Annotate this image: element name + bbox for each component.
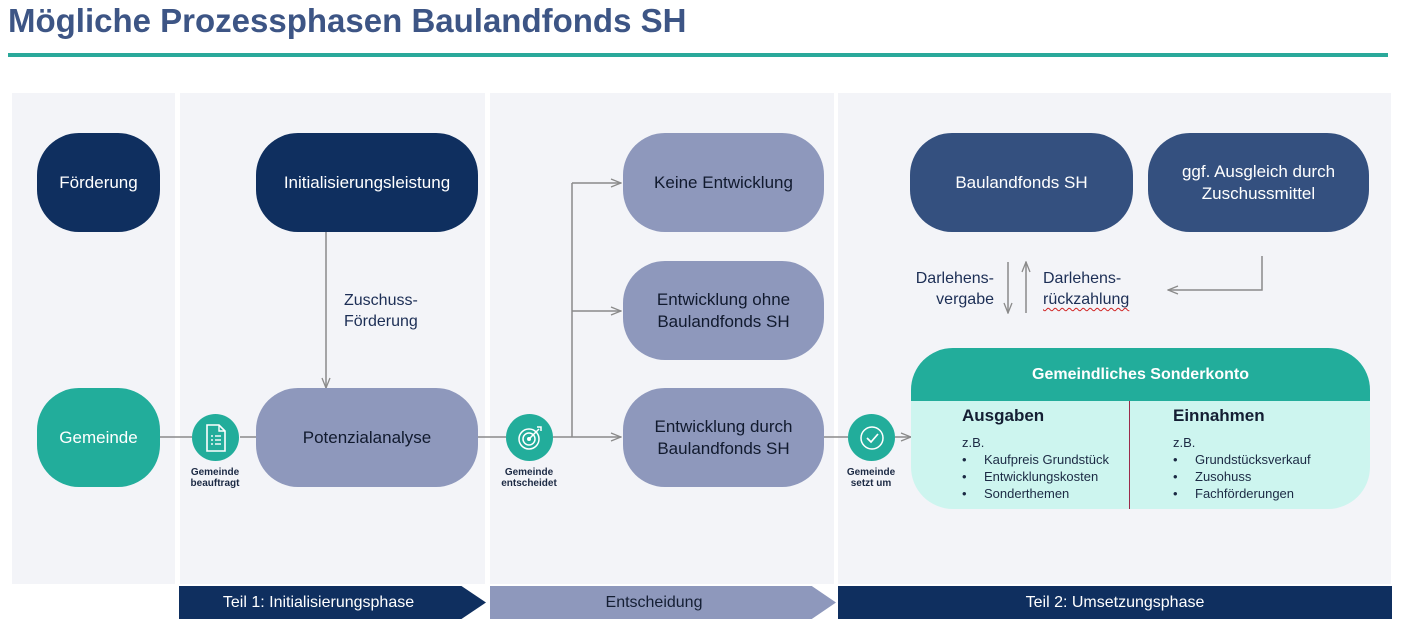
sonderkonto-header: Gemeindliches Sonderkonto — [911, 348, 1370, 401]
entscheidet-caption-line2: entscheidet — [501, 478, 557, 489]
entscheidet-step-circle — [506, 414, 553, 461]
entwicklung-ohne-line2: Baulandfonds SH — [657, 311, 790, 331]
list-item: Kaufpreis Grundstück — [962, 451, 1127, 468]
beauftragt-caption-line1: Gemeinde — [190, 467, 240, 478]
list-item: Sonderthemen — [962, 485, 1127, 502]
darlehensvergabe-line2: vergabe — [936, 291, 994, 308]
ausgleich-line2: Zuschussmittel — [1201, 183, 1316, 203]
list-item: Zusohuss — [1173, 468, 1343, 485]
sonderkonto-box: Gemeindliches Sonderkonto Ausgaben z.B. … — [911, 348, 1370, 509]
potenzialanalyse-label: Potenzialanalyse — [302, 427, 432, 447]
darlehensrueckzahlung-line2: rückzahlung — [1043, 291, 1130, 308]
ausgaben-heading: Ausgaben — [962, 406, 1045, 425]
initialisierungsleistung-box: Initialisierungsleistung — [256, 133, 478, 232]
list-item: Entwicklungskosten — [962, 468, 1127, 485]
darlehensvergabe-line1: Darlehens- — [915, 270, 994, 287]
phase-teil1-label: Teil 1: Initialisierungsphase — [222, 593, 415, 611]
phase-teil1-bar: Teil 1: Initialisierungsphase — [179, 586, 486, 619]
entwicklung-durch-line1: Entwicklung durch — [654, 416, 793, 436]
baulandfonds-label: Baulandfonds SH — [955, 172, 1088, 192]
ausgaben-column: Ausgaben z.B. Kaufpreis Grundstück Entwi… — [962, 404, 1127, 502]
keine-entwicklung-box: Keine Entwicklung — [623, 133, 824, 232]
beauftragt-step-circle — [192, 414, 239, 461]
foerderung-actor: Förderung — [37, 133, 160, 232]
entwicklung-durch-box: Entwicklung durch Baulandfonds SH — [623, 388, 824, 487]
zuschuss-foerderung-label: Zuschuss- Förderung — [344, 290, 418, 332]
zuschuss-line1: Zuschuss- — [344, 292, 418, 309]
setzt-um-caption: Gemeinde setzt um — [831, 467, 911, 489]
entscheidet-caption: Gemeinde entscheidet — [489, 467, 569, 489]
phase-entscheidung-bar: Entscheidung — [490, 586, 836, 619]
list-item: Grundstücksverkauf — [1173, 451, 1343, 468]
sonderkonto-divider — [1129, 401, 1130, 509]
gemeinde-actor: Gemeinde — [37, 388, 160, 487]
foerderung-label: Förderung — [59, 172, 138, 192]
target-icon — [517, 425, 542, 450]
beauftragt-caption: Gemeinde beauftragt — [175, 467, 255, 489]
phase-teil2-bar: Teil 2: Umsetzungsphase — [838, 586, 1392, 619]
check-circle-icon — [859, 425, 884, 450]
setzt-um-step-circle — [848, 414, 895, 461]
title-underline — [8, 53, 1388, 57]
gemeinde-label: Gemeinde — [59, 427, 138, 447]
sonderkonto-title: Gemeindliches Sonderkonto — [1032, 365, 1249, 383]
entwicklung-durch-line2: Baulandfonds SH — [657, 438, 790, 458]
zuschuss-line2: Förderung — [344, 313, 418, 330]
setzt-um-caption-line1: Gemeinde — [846, 467, 896, 478]
einnahmen-column: Einnahmen z.B. Grundstücksverkauf Zusohu… — [1173, 404, 1343, 502]
document-icon — [205, 423, 226, 452]
entwicklung-ohne-box: Entwicklung ohne Baulandfonds SH — [623, 261, 824, 360]
einnahmen-list: Grundstücksverkauf Zusohuss Fachförderun… — [1173, 451, 1343, 502]
phase-teil2-label: Teil 2: Umsetzungsphase — [1025, 593, 1205, 611]
darlehensvergabe-label: Darlehens- vergabe — [906, 268, 994, 310]
page-title: Mögliche Prozessphasen Baulandfonds SH — [8, 2, 687, 39]
ausgaben-list: Kaufpreis Grundstück Entwicklungskosten … — [962, 451, 1127, 502]
beauftragt-caption-line2: beauftragt — [190, 478, 240, 489]
list-item: Fachförderungen — [1173, 485, 1343, 502]
darlehensrueckzahlung-label: Darlehens- rückzahlung — [1043, 268, 1129, 310]
ausgaben-zb: z.B. — [962, 435, 985, 450]
keine-entwicklung-label: Keine Entwicklung — [654, 172, 793, 192]
phase-entscheidung-label: Entscheidung — [605, 593, 703, 611]
initialisierungsleistung-label: Initialisierungsleistung — [283, 172, 451, 192]
ausgleich-line1: ggf. Ausgleich durch — [1181, 161, 1336, 181]
entscheidet-caption-line1: Gemeinde — [504, 467, 554, 478]
connector-ausgleich-return — [1168, 256, 1263, 290]
potenzialanalyse-box: Potenzialanalyse — [256, 388, 478, 487]
einnahmen-zb: z.B. — [1173, 435, 1196, 450]
einnahmen-heading: Einnahmen — [1173, 406, 1265, 425]
baulandfonds-box: Baulandfonds SH — [910, 133, 1133, 232]
entwicklung-ohne-line1: Entwicklung ohne — [656, 289, 791, 309]
darlehensrueckzahlung-line1: Darlehens- — [1043, 270, 1122, 287]
setzt-um-caption-line2: setzt um — [850, 478, 892, 489]
ausgleich-box: ggf. Ausgleich durch Zuschussmittel — [1148, 133, 1369, 232]
